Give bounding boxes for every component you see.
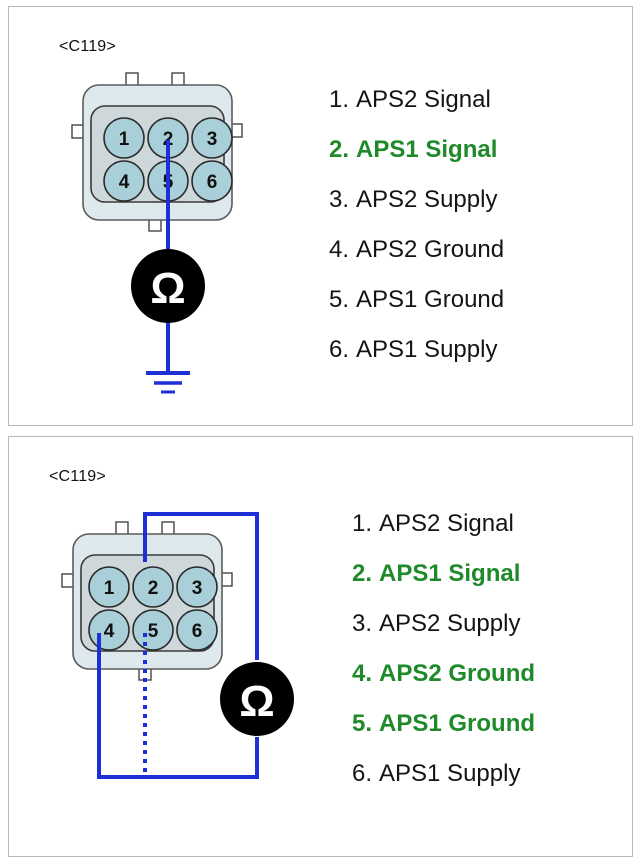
pin-number: 5.	[352, 710, 373, 737]
connector-pin-number: 3	[207, 129, 218, 150]
pin-list-item: 2.APS1 Signal	[352, 560, 535, 610]
pin-list: 1.APS2 Signal 2.APS1 Signal 3.APS2 Suppl…	[329, 86, 504, 386]
connector-pin-number: 6	[192, 621, 203, 642]
ohmmeter-symbol	[220, 662, 294, 736]
connector-pin	[103, 117, 145, 159]
connector-tab	[161, 521, 175, 536]
pin-number: 2.	[352, 560, 373, 587]
pin-name: APS2 Supply	[379, 610, 521, 637]
ground-symbol	[146, 371, 190, 394]
connector-tab	[115, 521, 129, 536]
pin-name: APS1 Signal	[356, 136, 498, 163]
pin-name: APS1 Ground	[379, 710, 536, 737]
pin-number: 4.	[352, 660, 373, 687]
pin-number: 1.	[329, 86, 350, 113]
connector-pin-number: 2	[163, 129, 174, 150]
connector-pin-number: 2	[148, 578, 159, 599]
pin-name: APS2 Supply	[356, 186, 498, 213]
pin-list-item: 3.APS2 Supply	[329, 186, 504, 236]
connector-pin	[88, 566, 130, 608]
connector-tab	[171, 72, 185, 87]
connector-pin-number: 3	[192, 578, 203, 599]
pin-number: 2.	[329, 136, 350, 163]
connector-pin	[103, 160, 145, 202]
pin-list-item: 5.APS1 Ground	[329, 286, 504, 336]
diagram-panel-short-check: <C119> 1 2 3 4 5 6 Ω 1.APS2 Signal 2.APS1 Sig…	[8, 436, 633, 857]
pin-list-item: 6.APS1 Supply	[352, 760, 535, 810]
ohmmeter-symbol	[131, 249, 205, 323]
connector-pin	[191, 160, 233, 202]
pin-list-item: 5.APS1 Ground	[352, 710, 535, 760]
pin-name: APS1 Signal	[379, 560, 521, 587]
pin-list: 1.APS2 Signal 2.APS1 Signal 3.APS2 Suppl…	[352, 510, 535, 810]
test-lead-wire	[97, 633, 259, 779]
connector-label: <C119>	[59, 38, 116, 55]
pin-list-item: 4.APS2 Ground	[352, 660, 535, 710]
pin-name: APS2 Signal	[379, 510, 514, 537]
pin-name: APS2 Signal	[356, 86, 491, 113]
connector-pin-number: 5	[148, 621, 159, 642]
connector-pin	[132, 609, 174, 651]
ohm-symbol-text: Ω	[239, 677, 274, 726]
pin-list-item: 1.APS2 Signal	[329, 86, 504, 136]
pin-name: APS1 Ground	[356, 286, 505, 313]
pin-list-item: 3.APS2 Supply	[352, 610, 535, 660]
pin-list-item: 6.APS1 Supply	[329, 336, 504, 386]
pin-number: 3.	[352, 610, 373, 637]
connector-pin-number: 1	[104, 578, 115, 599]
pin-list-item: 2.APS1 Signal	[329, 136, 504, 186]
pin-number: 3.	[329, 186, 350, 213]
pin-name: APS2 Ground	[356, 236, 505, 263]
connector-pin	[191, 117, 233, 159]
pin-number: 5.	[329, 286, 350, 313]
pin-number: 6.	[352, 760, 373, 787]
ohm-symbol-text: Ω	[150, 264, 185, 313]
connector-pin-number: 4	[104, 621, 115, 642]
connector-tab	[61, 573, 75, 588]
pin-list-item: 1.APS2 Signal	[352, 510, 535, 560]
connector-diagram: 1 2 3 4 5 6 Ω	[61, 512, 294, 779]
pin-name: APS2 Ground	[379, 660, 536, 687]
pin-number: 6.	[329, 336, 350, 363]
connector-pin-number: 6	[207, 172, 218, 193]
connector-pin-number: 4	[119, 172, 130, 193]
connector-pin	[132, 566, 174, 608]
connector-pin-number: 1	[119, 129, 130, 150]
pin-name: APS1 Supply	[356, 336, 498, 363]
test-lead-wire	[143, 512, 259, 660]
connector-label: <C119>	[49, 468, 106, 485]
connector-pin	[176, 566, 218, 608]
connector-pin	[176, 609, 218, 651]
pin-number: 4.	[329, 236, 350, 263]
pin-name: APS1 Supply	[379, 760, 521, 787]
pin-list-item: 4.APS2 Ground	[329, 236, 504, 286]
pin-number: 1.	[352, 510, 373, 537]
connector-tab	[125, 72, 139, 87]
